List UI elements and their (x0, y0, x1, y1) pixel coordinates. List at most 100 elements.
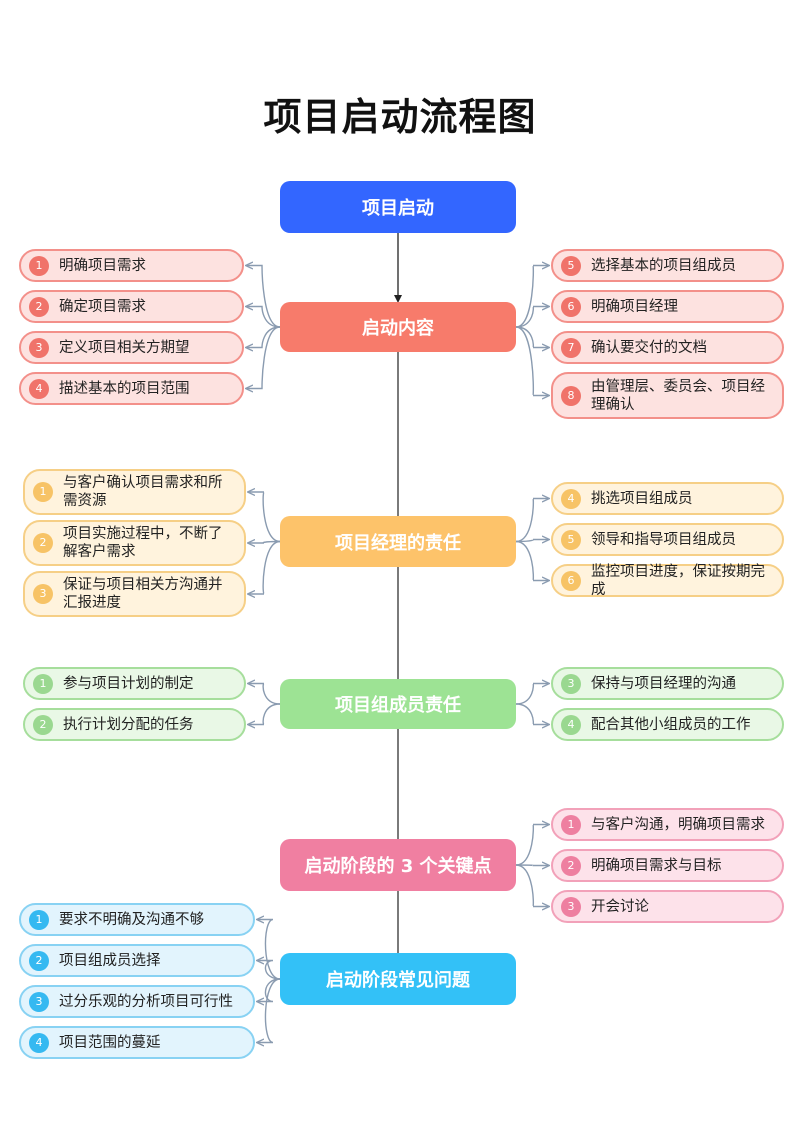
number-badge: 2 (33, 714, 53, 735)
member-left-connector (248, 684, 281, 705)
member-right-connector (515, 684, 549, 705)
number-badge: 1 (561, 814, 581, 835)
content-left-connector (246, 307, 281, 328)
key-right-item: 2 明确项目需求与目标 (551, 849, 784, 882)
content-left-item: 4 描述基本的项目范围 (19, 372, 244, 405)
item-text: 挑选项目组成员 (591, 490, 693, 507)
item-text: 与客户沟通，明确项目需求 (591, 816, 765, 833)
key-right-item: 3 开会讨论 (551, 890, 784, 923)
key-right-connector (515, 825, 549, 866)
key-right-connector (515, 865, 549, 866)
content-left-connector (246, 266, 281, 328)
key-right-connector (515, 864, 549, 907)
item-text: 项目实施过程中，不断了解客户需求 (63, 526, 223, 560)
number-badge: 2 (561, 855, 581, 876)
number-badge: 3 (29, 337, 49, 358)
number-badge: 2 (29, 950, 49, 971)
member-right-connector (515, 703, 549, 725)
manager-right-item: 4 挑选项目组成员 (551, 482, 784, 515)
number-badge: 5 (561, 529, 581, 550)
manager-left-connector (248, 540, 281, 595)
manager-left-item: 1 与客户确认项目需求和所需资源 (23, 469, 246, 515)
content-left-connector (246, 326, 281, 348)
page-title: 项目启动流程图 (263, 95, 537, 139)
number-badge: 7 (561, 337, 581, 358)
item-text: 明确项目需求 (59, 257, 146, 274)
item-text: 监控项目进度，保证按期完成 (591, 563, 765, 598)
content-right-item: 7 确认要交付的文档 (551, 331, 784, 364)
number-badge: 2 (33, 533, 53, 553)
content-right-connector (515, 326, 549, 396)
member-left-connector (248, 703, 281, 725)
item-text: 确认要交付的文档 (591, 339, 707, 356)
node-member: 项目组成员责任 (280, 679, 516, 729)
item-text: 明确项目需求与目标 (591, 857, 722, 874)
manager-left-item: 3 保证与项目相关方沟通并汇报进度 (23, 571, 246, 617)
content-right-item: 8 由管理层、委员会、项目经理确认 (551, 372, 784, 419)
issues-left-item: 2 项目组成员选择 (19, 944, 255, 977)
item-text: 要求不明确及沟通不够 (59, 911, 204, 928)
item-text: 保持与项目经理的沟通 (591, 675, 736, 692)
manager-right-connector (515, 540, 549, 542)
issues-left-connector (257, 920, 281, 980)
number-badge: 4 (29, 1032, 49, 1053)
member-right-item: 4 配合其他小组成员的工作 (551, 708, 784, 741)
item-text: 确定项目需求 (59, 298, 146, 315)
item-text: 参与项目计划的制定 (63, 675, 194, 692)
number-badge: 1 (33, 482, 53, 502)
item-text: 项目范围的蔓延 (59, 1034, 161, 1051)
key-right-item: 1 与客户沟通，明确项目需求 (551, 808, 784, 841)
content-right-connector (515, 326, 549, 348)
manager-left-connector (248, 542, 281, 544)
item-text: 项目组成员选择 (59, 952, 161, 969)
item-text: 由管理层、委员会、项目经理确认 (591, 378, 765, 413)
manager-right-connector (515, 499, 549, 543)
number-badge: 4 (561, 714, 581, 735)
manager-right-item: 5 领导和指导项目组成员 (551, 523, 784, 556)
content-left-item: 2 确定项目需求 (19, 290, 244, 323)
content-right-connector (515, 266, 549, 328)
manager-right-connector (515, 540, 549, 581)
number-badge: 4 (561, 488, 581, 509)
item-text: 执行计划分配的任务 (63, 716, 194, 733)
number-badge: 3 (561, 896, 581, 917)
item-text: 过分乐观的分析项目可行性 (59, 993, 233, 1010)
issues-left-connector (257, 978, 281, 1002)
number-badge: 1 (29, 909, 49, 930)
item-text: 保证与项目相关方沟通并汇报进度 (63, 577, 223, 611)
item-text: 选择基本的项目组成员 (591, 257, 736, 274)
node-content: 启动内容 (280, 302, 516, 352)
node-key: 启动阶段的 3 个关键点 (280, 839, 516, 891)
issues-left-connector (257, 978, 281, 1043)
content-left-item: 1 明确项目需求 (19, 249, 244, 282)
item-text: 领导和指导项目组成员 (591, 531, 736, 548)
content-left-item: 3 定义项目相关方期望 (19, 331, 244, 364)
number-badge: 3 (33, 584, 53, 604)
manager-left-connector (248, 492, 281, 543)
member-left-item: 1 参与项目计划的制定 (23, 667, 246, 700)
issues-left-item: 4 项目范围的蔓延 (19, 1026, 255, 1059)
number-badge: 2 (29, 296, 49, 317)
item-text: 定义项目相关方期望 (59, 339, 190, 356)
member-right-item: 3 保持与项目经理的沟通 (551, 667, 784, 700)
number-badge: 1 (33, 673, 53, 694)
number-badge: 6 (561, 296, 581, 317)
item-text: 明确项目经理 (591, 298, 678, 315)
item-text: 开会讨论 (591, 898, 649, 915)
number-badge: 1 (29, 255, 49, 276)
issues-left-item: 3 过分乐观的分析项目可行性 (19, 985, 255, 1018)
content-right-connector (515, 307, 549, 328)
content-left-connector (246, 326, 281, 389)
number-badge: 3 (29, 991, 49, 1012)
node-manager: 项目经理的责任 (280, 516, 516, 567)
item-text: 描述基本的项目范围 (59, 380, 190, 397)
number-badge: 8 (561, 385, 581, 406)
item-text: 与客户确认项目需求和所需资源 (63, 475, 223, 509)
item-text: 配合其他小组成员的工作 (591, 716, 751, 733)
number-badge: 3 (561, 673, 581, 694)
node-start: 项目启动 (280, 181, 516, 233)
number-badge: 4 (29, 378, 49, 399)
node-issues: 启动阶段常见问题 (280, 953, 516, 1005)
issues-left-connector (257, 961, 281, 980)
